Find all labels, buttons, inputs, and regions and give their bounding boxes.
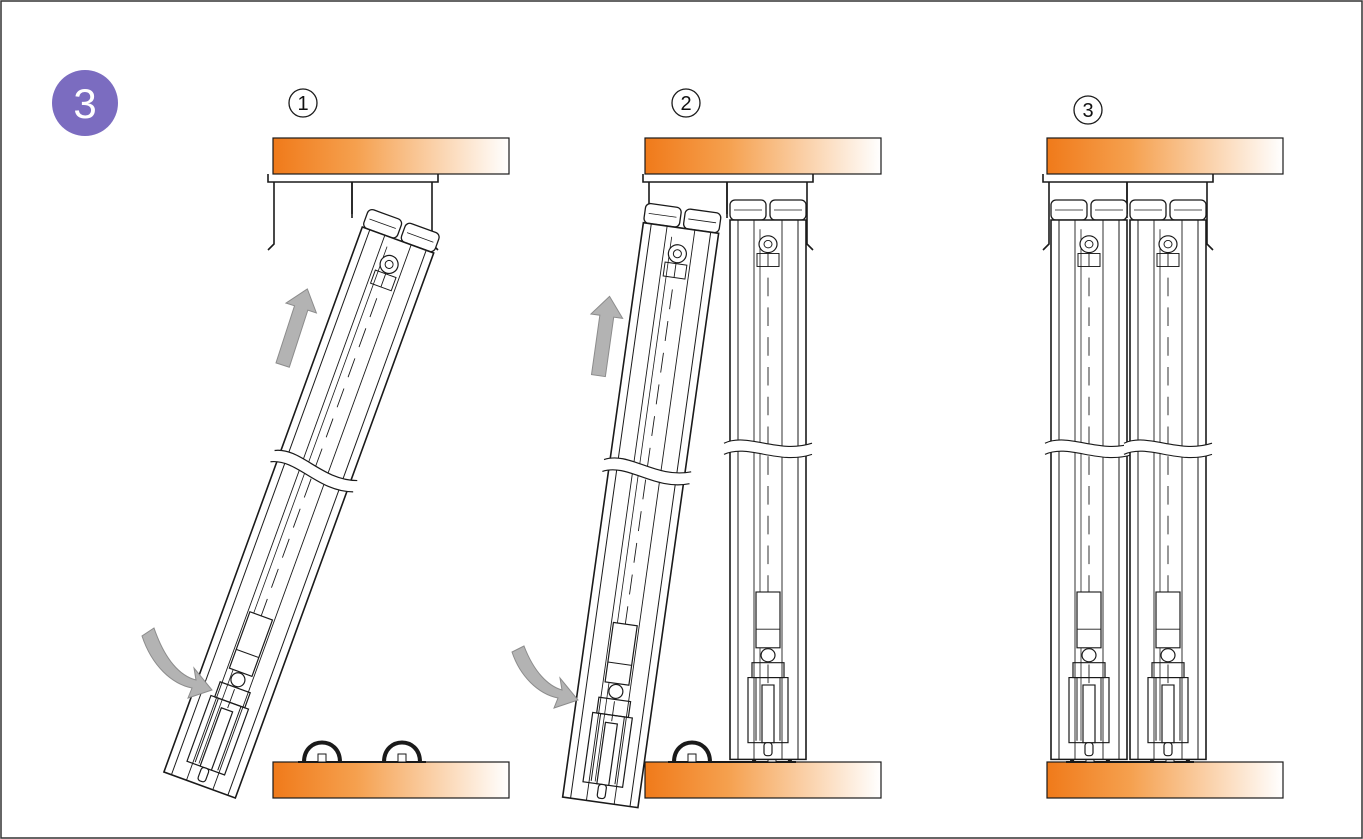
bottom-track: [296, 740, 428, 764]
up-arrow-icon: [275, 288, 318, 368]
up-arrow-icon: [589, 295, 624, 378]
door-leaf-tilted: [555, 202, 726, 810]
floor-rail: [644, 761, 882, 799]
step-badge: 3: [52, 70, 118, 136]
panel-1: 1: [141, 88, 510, 801]
step-number: 3: [73, 80, 96, 127]
door-leaf-vertical: [1044, 199, 1134, 761]
curved-arrow-icon: [141, 627, 213, 699]
floor-rail: [1046, 761, 1284, 799]
step-badge-circle: [52, 70, 118, 136]
ceiling-rail: [644, 137, 882, 175]
floor-rail: [272, 761, 510, 799]
panel-3: 3: [1042, 95, 1284, 799]
ceiling-rail: [1046, 137, 1284, 175]
door-leaf-vertical: [1123, 199, 1213, 761]
panel-1-label: 1: [288, 88, 318, 118]
panel-2-label: 2: [671, 88, 701, 118]
svg-text:3: 3: [1082, 100, 1093, 122]
ceiling-rail: [272, 137, 510, 175]
svg-text:1: 1: [297, 93, 308, 115]
svg-text:2: 2: [680, 93, 691, 115]
panel-2: 2: [511, 88, 882, 810]
curved-arrow-icon: [511, 645, 579, 709]
panel-3-label: 3: [1073, 95, 1103, 125]
door-leaf-vertical: [723, 199, 813, 761]
